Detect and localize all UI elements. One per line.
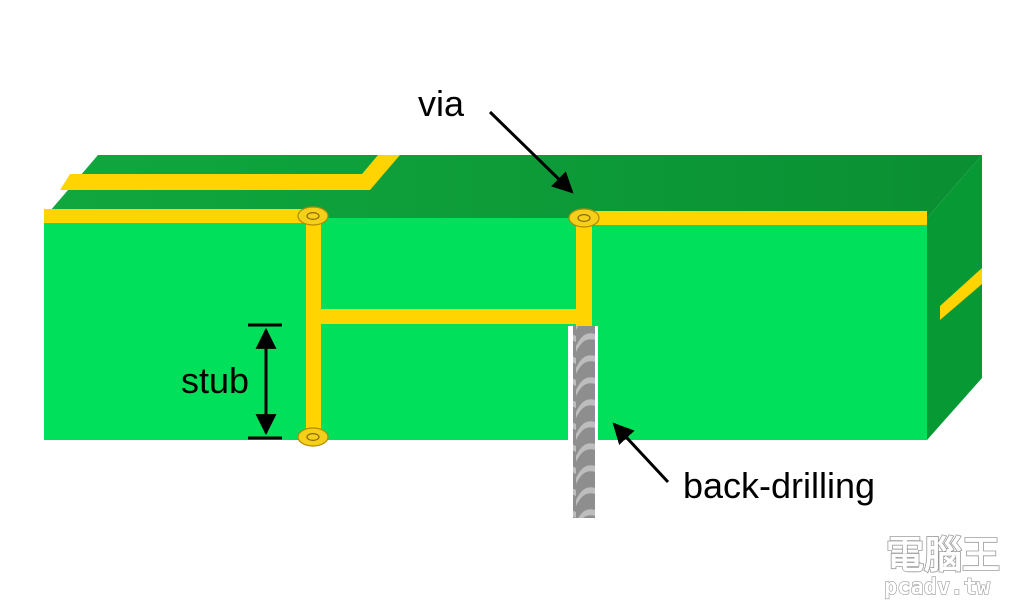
via-pad-bottom-left xyxy=(297,427,329,447)
pointer-arrows xyxy=(488,110,670,484)
pcb-board xyxy=(44,155,982,440)
side-face-trace xyxy=(940,268,982,320)
via-pad-top-left xyxy=(297,206,329,226)
via-pad-top-right xyxy=(568,208,600,228)
board-top-face xyxy=(44,155,982,218)
watermark-latin: pcadv.tw xyxy=(884,575,991,600)
back-drill-bit xyxy=(568,326,598,518)
back-drilling-label: back-drilling xyxy=(683,465,875,506)
board-front-face xyxy=(44,218,927,440)
traces xyxy=(44,155,982,436)
left-via-barrel xyxy=(306,220,321,436)
top-edge-trace-left xyxy=(44,209,306,223)
watermark-cjk: 電腦王 xyxy=(886,533,1000,577)
watermark-logo: 電腦王 pcadv.tw xyxy=(883,532,1000,600)
top-edge-trace-right xyxy=(590,211,927,225)
inner-layer-trace xyxy=(306,309,592,324)
via-label: via xyxy=(418,83,465,124)
stub-label: stub xyxy=(181,360,249,401)
via-arrow xyxy=(488,110,574,194)
top-inner-trace xyxy=(60,155,400,190)
right-via-barrel xyxy=(576,220,592,326)
via-pads xyxy=(297,206,600,447)
stub-dimension xyxy=(248,323,282,440)
back-drilling-arrow xyxy=(612,422,670,484)
